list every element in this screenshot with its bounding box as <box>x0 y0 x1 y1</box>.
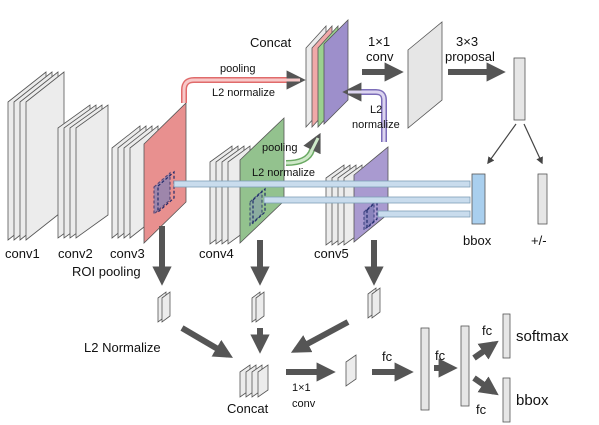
label-pooling-mid: pooling <box>262 142 297 154</box>
bbox-top-bar <box>471 173 486 225</box>
label-bbox-bottom: bbox <box>516 392 549 409</box>
label-conv1x1-top-b: conv <box>366 49 394 64</box>
conv5-roi <box>363 199 378 232</box>
conv3-block <box>111 102 187 244</box>
softmax-bar <box>502 313 511 359</box>
label-conv3: conv3 <box>110 246 145 261</box>
label-l2-normalize-top: L2 normalize <box>212 87 275 99</box>
conv1-block <box>7 71 65 241</box>
arrow-pool5-to-concat <box>290 319 350 353</box>
arrow-proposal-to-cls <box>523 123 543 165</box>
label-conv1x1-bottom-a: 1×1 <box>292 382 311 394</box>
proposal-output-bar <box>513 57 526 121</box>
pooled-features <box>157 287 381 323</box>
label-roi-pooling: ROI pooling <box>72 264 141 279</box>
fc1-bar <box>420 327 430 411</box>
cls-top-bar <box>537 173 548 225</box>
label-concat-bottom: Concat <box>227 401 269 416</box>
conv3-roi <box>153 170 175 216</box>
label-conv5: conv5 <box>314 246 349 261</box>
conv1x1-bottom-output <box>345 354 357 387</box>
label-proposal-a: 3×3 <box>456 34 478 49</box>
label-plusminus: +/- <box>531 233 547 248</box>
fc2-bar <box>460 325 470 407</box>
label-bbox-top: bbox <box>463 233 492 248</box>
arrow-proposal-to-bbox <box>487 123 517 165</box>
conv1x1-top-output <box>407 21 443 129</box>
conv5-block <box>325 146 389 246</box>
label-l2-right-a: L2 <box>370 104 382 116</box>
label-conv4: conv4 <box>199 246 234 261</box>
label-conv1x1-top-a: 1×1 <box>368 34 390 49</box>
label-l2-normalize-mid: L2 normalize <box>252 167 315 179</box>
arrow-to-bbox-bottom <box>472 375 499 396</box>
conv4-block <box>209 117 285 245</box>
arrow-pool3-to-concat <box>180 325 233 358</box>
concat-bottom-block <box>239 364 269 398</box>
conv2-block <box>57 104 109 239</box>
label-conv1x1-bottom-b: conv <box>292 398 316 410</box>
label-fc3: fc <box>482 323 493 338</box>
l2-arrow-conv5 <box>342 82 387 142</box>
label-fc2: fc <box>435 348 446 363</box>
arrow-to-softmax <box>472 340 499 361</box>
conv4-roi <box>249 187 266 227</box>
label-conv1: conv1 <box>5 246 40 261</box>
label-l2-normalize-bottom: L2 Normalize <box>84 340 161 355</box>
label-proposal-b: proposal <box>445 49 495 64</box>
label-fc1: fc <box>382 349 393 364</box>
concat-top-block <box>305 19 349 129</box>
label-l2-right-b: normalize <box>352 119 400 131</box>
bbox-bottom-bar <box>502 377 511 423</box>
label-concat-top: Concat <box>250 35 292 50</box>
label-softmax: softmax <box>516 328 569 345</box>
label-pooling-top: pooling <box>220 63 255 75</box>
roi-projection-lines <box>173 180 471 218</box>
label-fc4: fc <box>476 402 487 417</box>
label-conv2: conv2 <box>58 246 93 261</box>
